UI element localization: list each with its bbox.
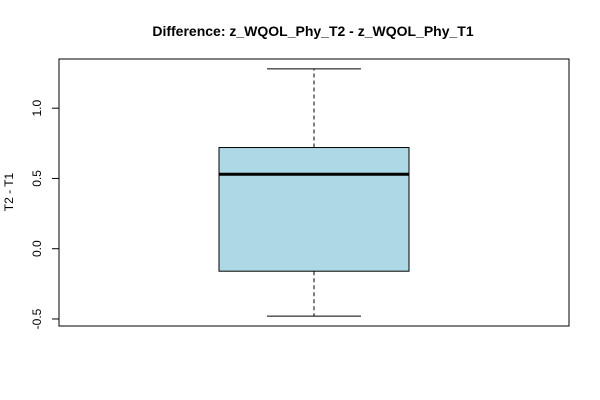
interquartile-box [218, 147, 410, 272]
y-axis-label: T2 - T1 [2, 172, 16, 211]
y-tick-label: -0.5 [30, 308, 44, 329]
box-plot [218, 68, 410, 317]
y-tick-label: 0.0 [30, 240, 44, 257]
y-tick-label: 1.0 [30, 100, 44, 117]
y-ticks: -0.5 0.0 0.5 1.0 [30, 100, 59, 329]
chart-title: Difference: z_WQOL_Phy_T2 - z_WQOL_Phy_T… [152, 23, 474, 39]
y-tick-label: 0.5 [30, 170, 44, 187]
